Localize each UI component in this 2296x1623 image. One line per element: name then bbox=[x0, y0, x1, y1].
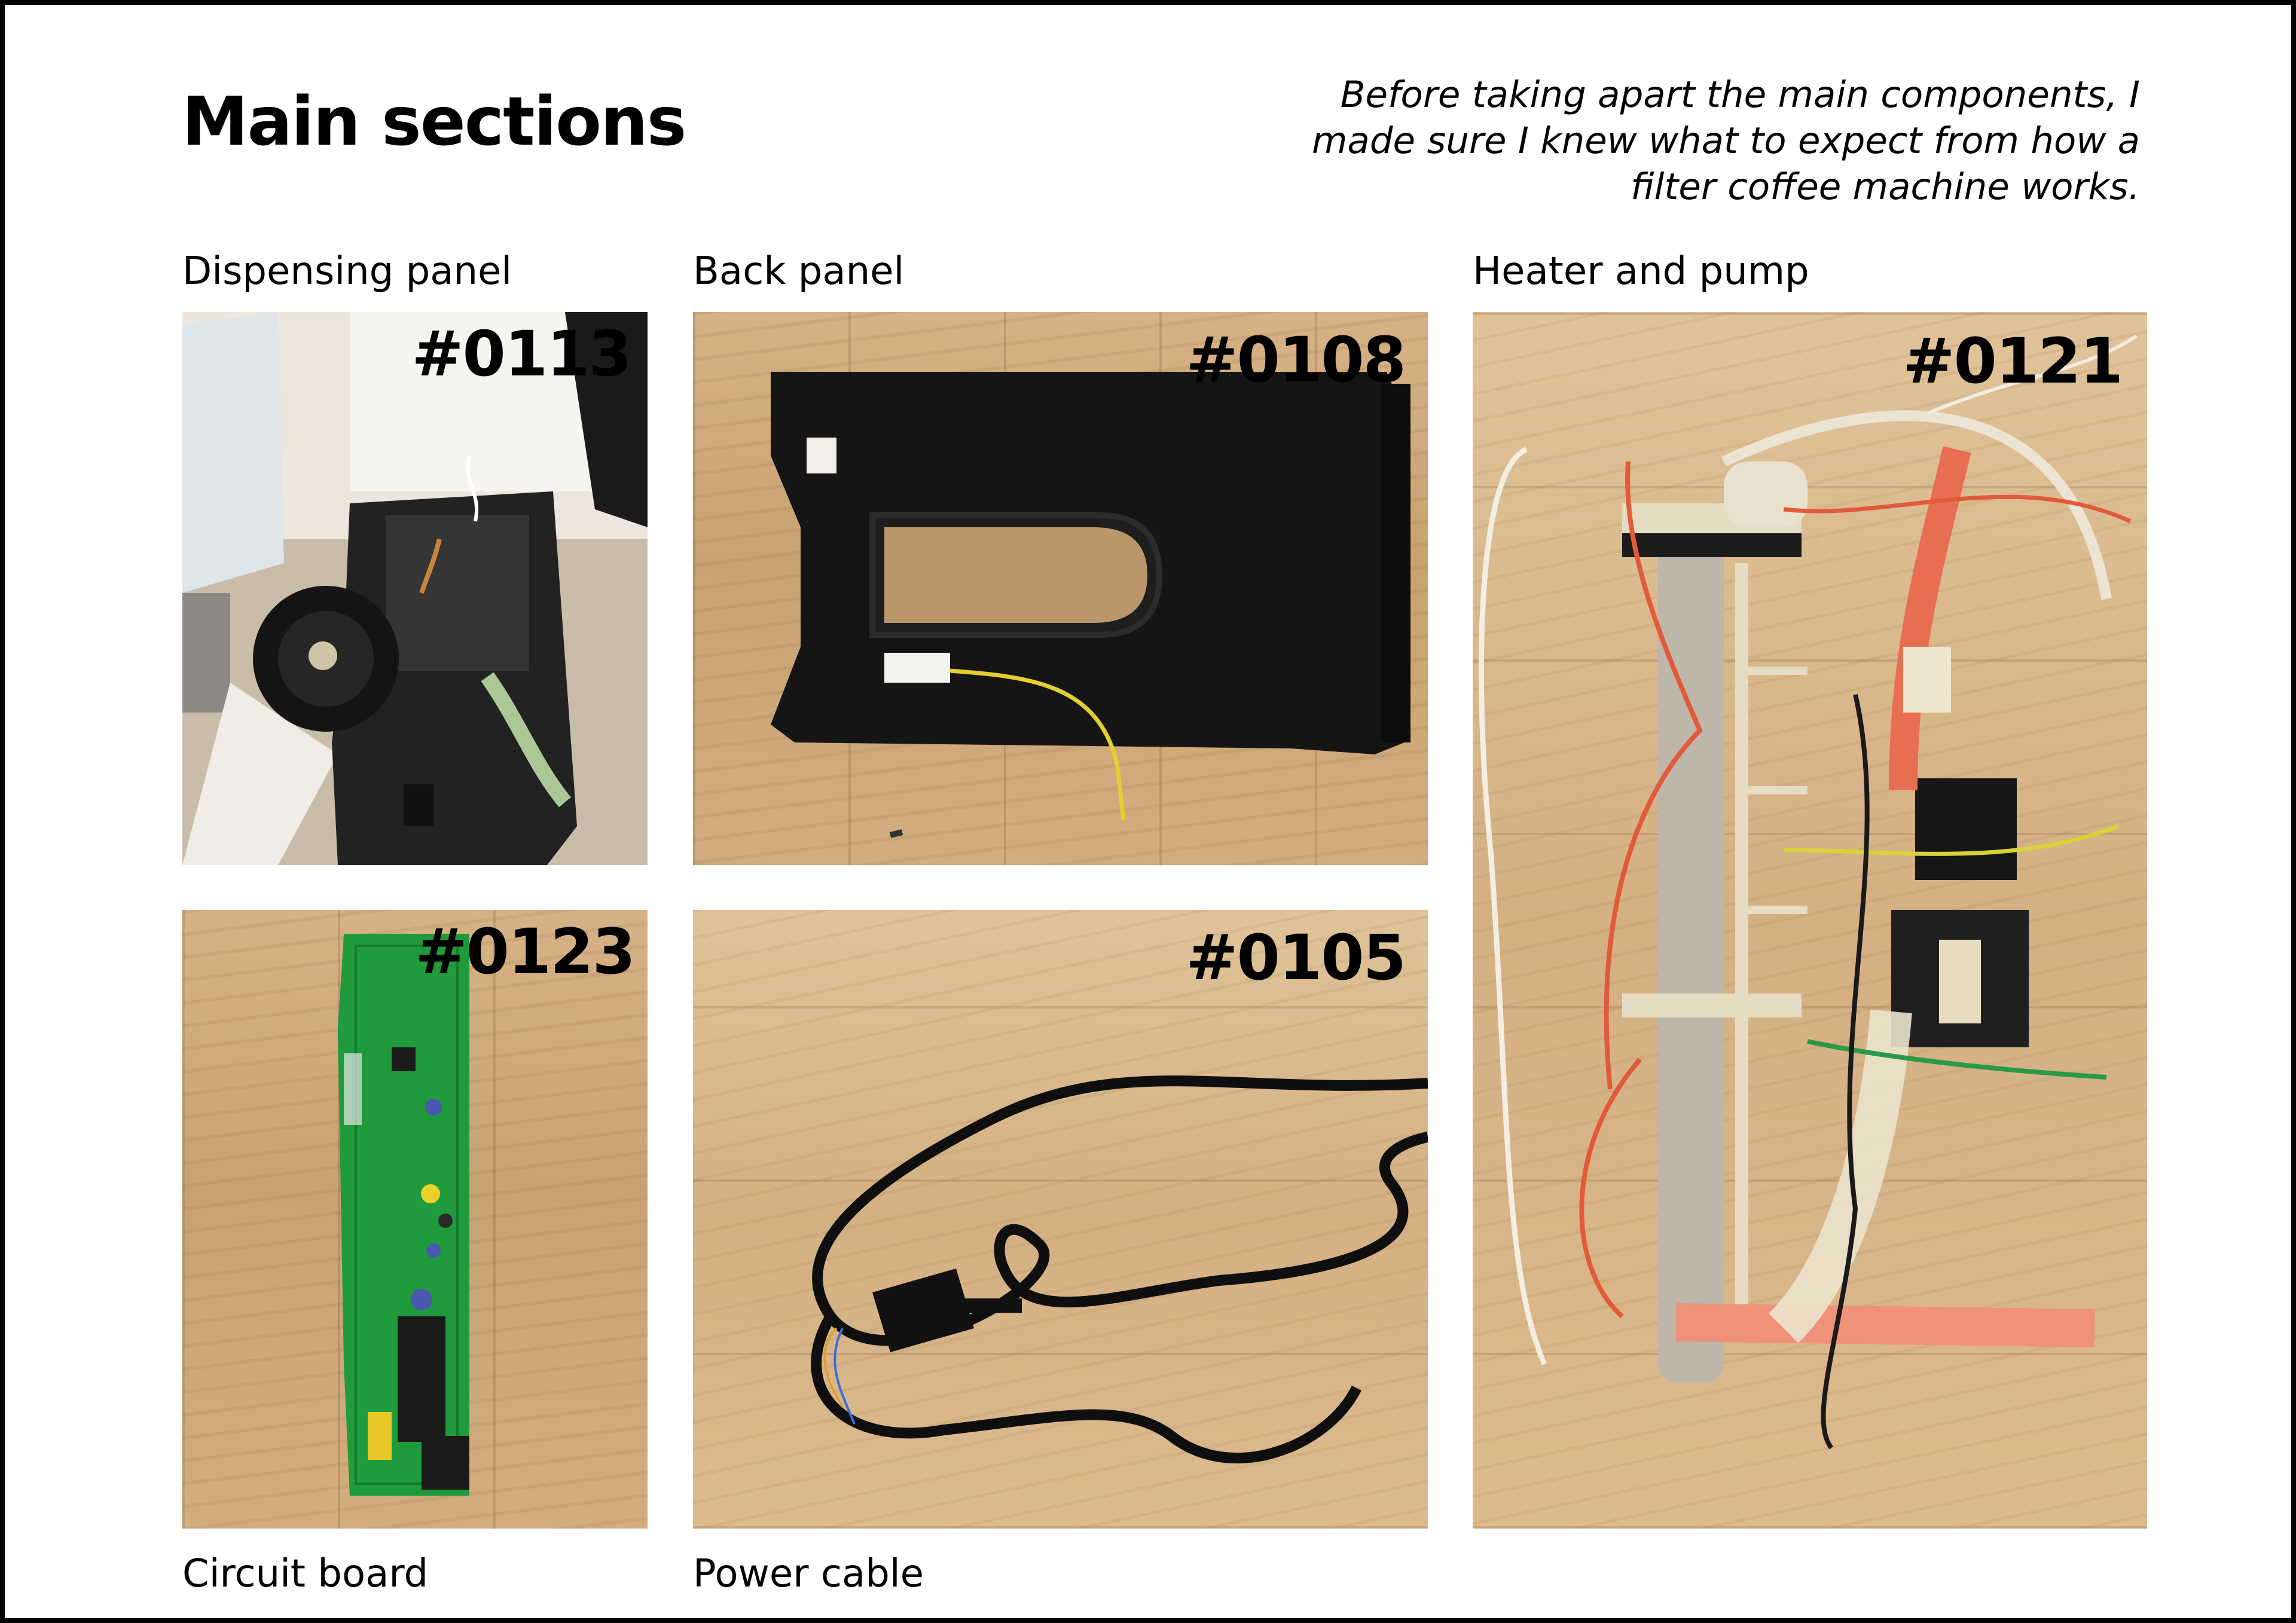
caption-circuit-board: Circuit board bbox=[182, 1552, 429, 1596]
power-cable-photo: #0105 bbox=[693, 910, 1428, 1529]
back-panel-photo: #0108 bbox=[693, 312, 1428, 865]
page-title: Main sections bbox=[182, 83, 686, 161]
part-number-0113: #0113 bbox=[411, 317, 632, 390]
circuit-board-photo: #0123 bbox=[182, 910, 648, 1529]
heater-and-pump-photo: #0121 bbox=[1473, 312, 2147, 1529]
caption-heater-and-pump: Heater and pump bbox=[1473, 249, 1809, 294]
caption-back-panel: Back panel bbox=[693, 249, 905, 294]
dispensing-panel-photo: #0113 bbox=[182, 312, 648, 865]
caption-dispensing-panel: Dispensing panel bbox=[182, 249, 512, 294]
part-number-0123: #0123 bbox=[415, 915, 636, 988]
caption-power-cable: Power cable bbox=[693, 1552, 924, 1596]
intro-text: Before taking apart the main components,… bbox=[1312, 74, 2140, 208]
part-number-0105: #0105 bbox=[1186, 921, 1406, 994]
part-number-0121: #0121 bbox=[1903, 325, 2123, 398]
part-number-0108: #0108 bbox=[1186, 323, 1406, 396]
